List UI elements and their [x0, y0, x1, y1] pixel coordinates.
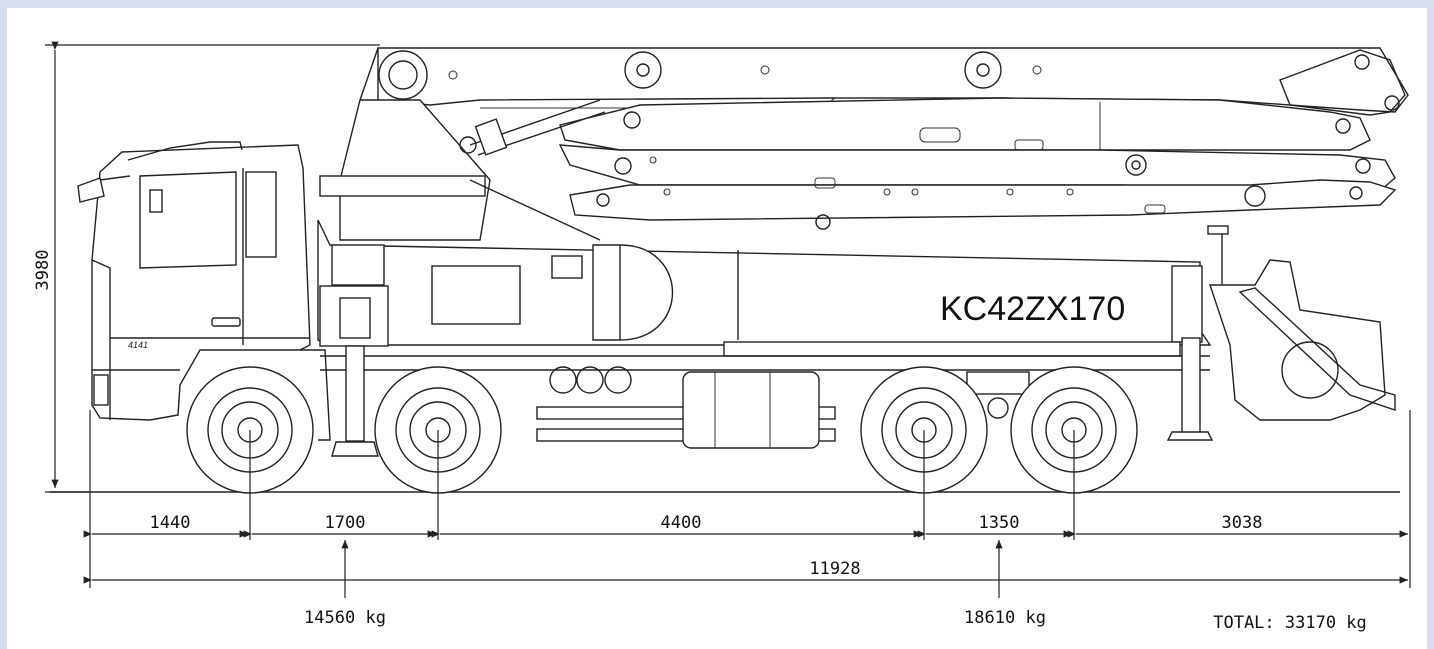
overall-length-label: 11928: [809, 559, 860, 579]
load-rear: 18610 kg: [964, 540, 1046, 628]
cab: 4141: [77, 141, 331, 441]
dim-label: 1350: [979, 513, 1020, 533]
dim-label: 1700: [325, 513, 366, 533]
height-dim-label: 3980: [33, 250, 53, 291]
height-dimension: 3980: [33, 41, 380, 493]
load-front: 14560 kg: [304, 540, 386, 628]
model-label: KC42ZX170: [940, 290, 1125, 328]
cab-badge: 4141: [128, 340, 148, 350]
outrigger-rear: [1166, 337, 1214, 441]
rear-hopper: [1207, 225, 1396, 421]
overall-length-dimension: 11928: [83, 559, 1408, 584]
dim-label: 1440: [150, 513, 191, 533]
load-label: 18610 kg: [964, 608, 1046, 628]
axle-dimensions: 1440 1700 4400 1350 3038: [83, 410, 1411, 588]
dim-label: 3038: [1222, 513, 1263, 533]
boom: [319, 47, 1409, 241]
outrigger-front: [331, 345, 379, 457]
load-label: 14560 kg: [304, 608, 386, 628]
pipe-rack: [536, 366, 1030, 449]
pump-body: KC42ZX170: [317, 219, 1212, 371]
total-weight-label: TOTAL: 33170 kg: [1213, 613, 1367, 633]
dim-label: 4400: [661, 513, 702, 533]
